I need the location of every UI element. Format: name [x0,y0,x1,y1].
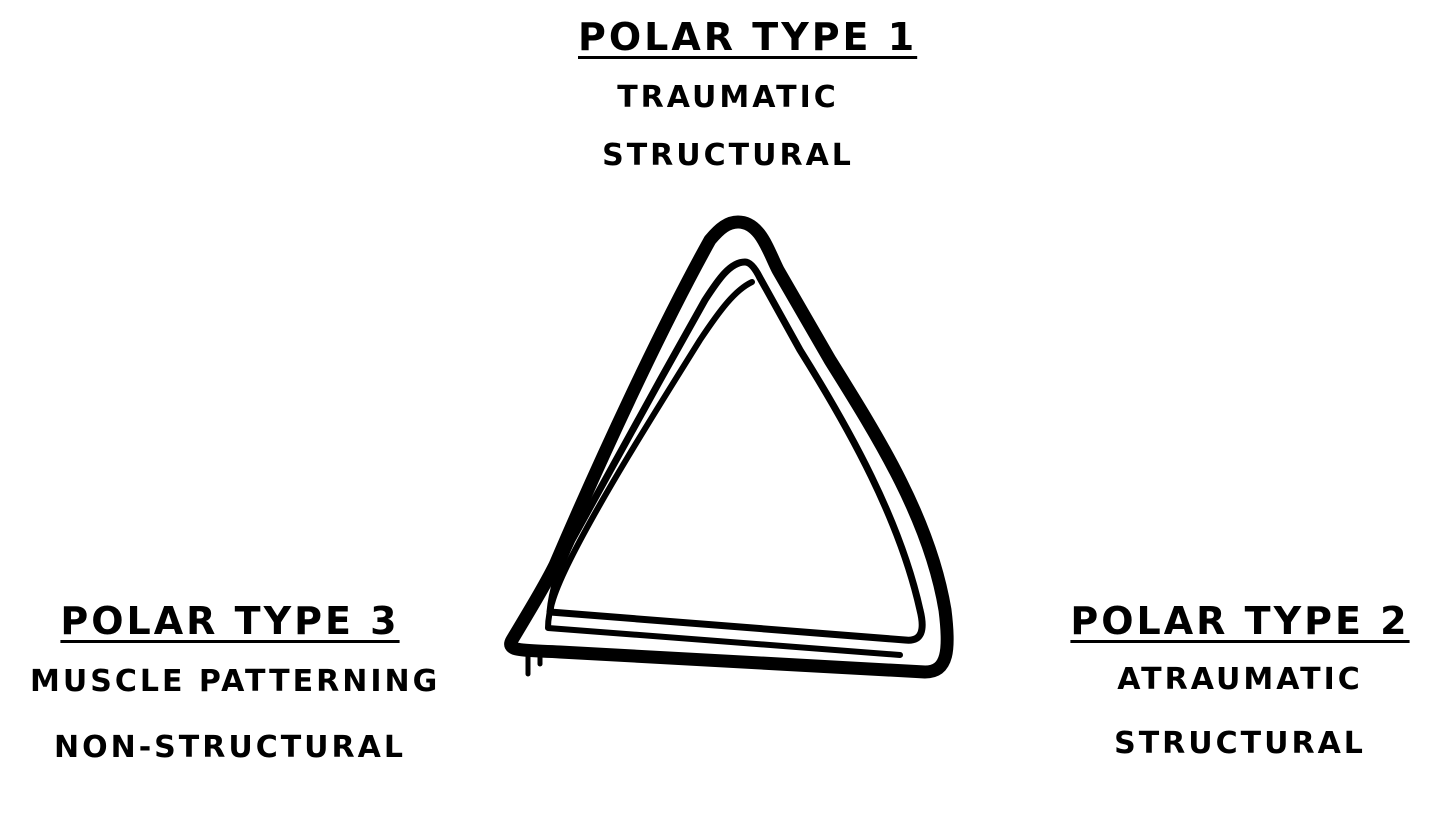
triangle-inner-stroke-2 [545,279,903,658]
polar-type-3-node: POLAR TYPE 3 MUSCLE PATTERNING NON-STRUC… [30,598,441,766]
polar-type-3-line-1: MUSCLE PATTERNING [30,664,441,699]
polar-type-2-title: POLAR TYPE 2 [1070,599,1410,643]
polar-type-3-title: POLAR TYPE 3 [60,599,400,643]
triangle-inner-stroke-1 [546,258,926,644]
polar-type-1-title: POLAR TYPE 1 [578,15,918,59]
polar-type-1-line-2: STRUCTURAL [602,138,854,173]
polar-type-3-line-2: NON-STRUCTURAL [54,730,406,765]
triangle-drip [525,652,543,677]
polar-type-1-node: POLAR TYPE 1 TRAUMATIC STRUCTURAL [578,14,918,174]
polar-type-2-line-1: ATRAUMATIC [1117,662,1363,697]
polar-type-2-node: POLAR TYPE 2 ATRAUMATIC STRUCTURAL [1070,598,1410,762]
triangle-outer-stroke [504,215,954,679]
polar-type-2-line-2: STRUCTURAL [1114,726,1366,761]
polar-type-1-line-1: TRAUMATIC [617,80,839,115]
